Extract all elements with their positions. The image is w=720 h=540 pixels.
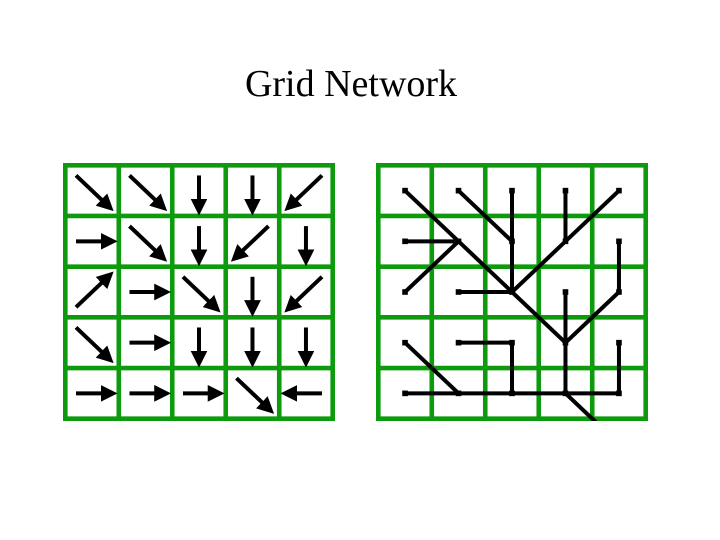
direction-arrows [74, 173, 324, 414]
node-dot [616, 238, 622, 245]
node-dot [509, 187, 515, 194]
node-dot [616, 289, 622, 295]
network-edge [510, 290, 567, 345]
node-dot [509, 339, 515, 346]
node-dot [455, 289, 462, 295]
cell-arrow-se [128, 224, 168, 262]
slide-title: Grid Network [244, 63, 458, 105]
node-dot [562, 289, 569, 295]
node-dot [455, 187, 462, 194]
node-dot [455, 238, 462, 245]
node-dot [402, 187, 408, 194]
cell-arrow-se [128, 173, 168, 212]
network-edge [564, 189, 621, 243]
network-edge [564, 391, 598, 421]
network-edge [457, 189, 514, 243]
node-dot [402, 339, 408, 346]
grid-lines [63, 163, 335, 421]
network-edge [403, 189, 460, 243]
node-dot [509, 238, 515, 245]
network-edges [403, 189, 621, 421]
network-nodes [402, 187, 622, 397]
node-dot [509, 289, 515, 295]
node-dot [402, 289, 408, 295]
node-dot [455, 339, 462, 346]
network-edge [510, 239, 567, 294]
node-dot [562, 390, 569, 397]
cell-arrow-ne [74, 271, 114, 309]
network-grid [376, 163, 648, 421]
node-dot [616, 390, 622, 397]
node-dot [616, 339, 622, 346]
arrow-grid [63, 163, 335, 421]
node-dot [402, 390, 408, 397]
node-dot [562, 238, 569, 245]
network-edge [564, 290, 621, 345]
cell-arrow-sw [230, 224, 270, 262]
cell-arrow-se [235, 376, 275, 414]
cell-arrow-se [74, 173, 114, 212]
node-dot [402, 238, 408, 245]
network-edge [457, 239, 514, 294]
cell-arrow-sw [284, 173, 324, 212]
cell-arrow-se [181, 275, 221, 313]
node-dot [616, 187, 622, 194]
cell-arrow-se [74, 326, 114, 364]
node-dot [455, 390, 462, 397]
node-dot [509, 390, 515, 397]
network-edge [403, 341, 460, 395]
node-dot [562, 187, 569, 194]
cell-arrow-sw [284, 275, 324, 313]
node-dot [562, 339, 569, 346]
network-edge [403, 239, 460, 294]
